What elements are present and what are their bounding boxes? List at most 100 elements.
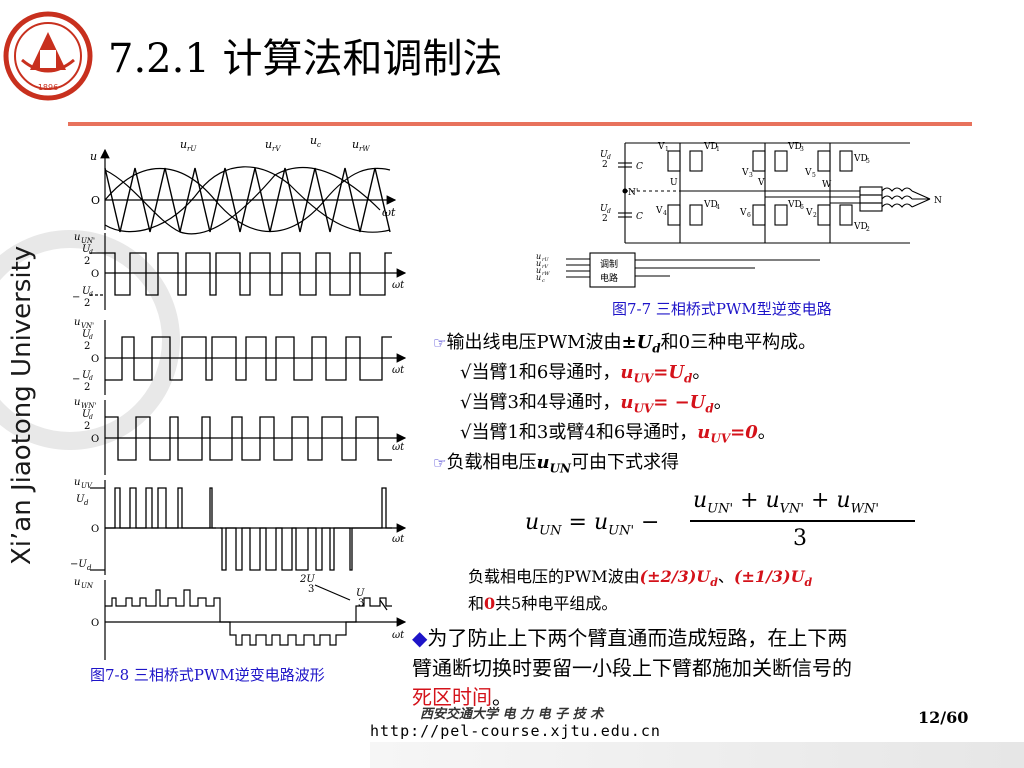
svg-text:U: U	[82, 286, 91, 297]
svg-text:N: N	[934, 196, 942, 206]
svg-text:2: 2	[602, 160, 608, 170]
footer-url[interactable]: http://pel-course.xjtu.edu.cn	[370, 722, 661, 740]
svg-text:d: d	[607, 154, 611, 161]
svg-text:rW: rW	[542, 271, 550, 277]
svg-text:2U: 2U	[299, 574, 315, 585]
wf-o1: O	[91, 194, 100, 207]
svg-text:d: d	[89, 414, 93, 421]
svg-text:4: 4	[663, 210, 667, 217]
svg-text:U: U	[600, 204, 608, 214]
svg-text:6: 6	[747, 212, 751, 219]
svg-text:UV: UV	[81, 482, 93, 490]
svg-text:2: 2	[84, 256, 90, 267]
svg-text:2: 2	[866, 226, 870, 233]
fraction-bar	[690, 520, 915, 522]
svg-text:c: c	[542, 278, 545, 284]
wf-uc: u	[310, 134, 317, 147]
bullet-phase-voltage: ☞负载相电压uUN可由下式求得	[433, 452, 679, 476]
svg-text:O: O	[91, 524, 99, 535]
svg-text:5: 5	[866, 158, 870, 165]
svg-text:−U: −U	[70, 559, 87, 570]
svg-text:电路: 电路	[600, 272, 618, 284]
svg-text:WN': WN'	[81, 402, 96, 410]
svg-text:d: d	[89, 375, 93, 382]
svg-text:rW: rW	[359, 145, 370, 153]
svg-text:2: 2	[602, 214, 608, 224]
svg-text:u: u	[536, 266, 541, 275]
svg-text:ωt: ωt	[392, 442, 405, 453]
svg-text:调制: 调制	[600, 258, 618, 270]
svg-text:C: C	[636, 162, 643, 172]
footer-brand: 西安交通大学 电 力 电 子 技 术	[420, 707, 604, 722]
circuit-caption: 图7-7 三相桥式PWM型逆变电路	[612, 300, 832, 318]
svg-text:VD: VD	[787, 142, 802, 152]
wf-uUN-label: u	[74, 232, 80, 243]
svg-text:u: u	[536, 259, 541, 268]
svg-text:V: V	[757, 178, 765, 188]
wf-u-label: u	[90, 150, 97, 163]
wf-urU: u	[180, 138, 187, 151]
svg-text:3: 3	[749, 172, 753, 179]
note-five-levels-2: 和0共5种电平组成。	[468, 594, 618, 613]
svg-text:c: c	[317, 141, 321, 149]
condition-arm-1-3-4-6: √当臂1和3或臂4和6导通时，uUV=0。	[460, 422, 776, 446]
svg-text:d: d	[89, 291, 93, 298]
svg-text:VD: VD	[703, 200, 718, 210]
svg-text:2: 2	[813, 212, 817, 219]
svg-text:3: 3	[308, 584, 314, 595]
svg-text:1: 1	[665, 146, 669, 153]
svg-text:O: O	[91, 269, 99, 280]
svg-text:2: 2	[84, 421, 90, 432]
equation-numerator: uUN' + uVN' + uWN'	[693, 488, 879, 517]
footer-band	[370, 742, 1024, 768]
svg-text:V: V	[805, 208, 813, 218]
svg-text:VD: VD	[703, 142, 718, 152]
svg-text:U: U	[670, 178, 678, 188]
svg-text:U: U	[82, 244, 91, 255]
wf-uUNl-label: u	[74, 577, 80, 588]
svg-text:ωt: ωt	[392, 534, 405, 545]
svg-text:5: 5	[812, 172, 816, 179]
note-five-levels: 负载相电压的PWM波由(±2/3)Ud、(±1/3)Ud	[468, 567, 813, 590]
deadtime-paragraph: ◆为了防止上下两个臂直通而造成短路，在上下两	[412, 626, 848, 650]
svg-text:O: O	[91, 618, 99, 629]
svg-text:U: U	[82, 329, 91, 340]
svg-text:u: u	[536, 273, 541, 282]
university-logo: 1896	[3, 11, 93, 101]
svg-text:d: d	[89, 249, 93, 256]
svg-text:UN: UN	[81, 582, 94, 590]
wf-ot1: ωt	[382, 206, 396, 219]
waveform-caption: 图7-8 三相桥式PWM逆变电路波形	[90, 666, 325, 684]
deadtime-paragraph-3: 死区时间。	[412, 685, 512, 709]
svg-text:2: 2	[84, 382, 90, 393]
svg-text:d: d	[84, 499, 89, 507]
svg-text:U: U	[82, 370, 91, 381]
title-divider	[68, 122, 972, 126]
svg-text:rV: rV	[542, 264, 549, 270]
svg-text:d: d	[87, 564, 92, 572]
logo-year: 1896	[38, 83, 58, 92]
wf-urV: u	[265, 138, 272, 151]
svg-text:UN': UN'	[81, 237, 95, 245]
svg-text:rU: rU	[542, 257, 549, 263]
wf-uWN-label: u	[74, 397, 80, 408]
svg-text:−: −	[72, 374, 80, 385]
svg-text:ωt: ωt	[392, 365, 405, 376]
svg-text:N': N'	[628, 188, 638, 198]
condition-arm-1-6: √当臂1和6导通时，uUV=Ud。	[460, 362, 711, 386]
page-number: 12/60	[918, 708, 969, 727]
svg-text:4: 4	[716, 204, 720, 211]
svg-text:VN': VN'	[81, 322, 94, 330]
svg-text:C: C	[636, 212, 643, 222]
svg-text:1: 1	[716, 146, 720, 153]
university-watermark-text: Xi’an Jiaotong University	[7, 245, 37, 565]
equation-denominator: 3	[793, 526, 807, 551]
svg-text:VD: VD	[787, 200, 802, 210]
svg-text:V: V	[655, 206, 663, 216]
wf-uUV-label: u	[74, 477, 80, 488]
svg-text:ωt: ωt	[392, 280, 405, 291]
svg-text:VD: VD	[853, 154, 868, 164]
svg-text:ωt: ωt	[392, 630, 405, 641]
